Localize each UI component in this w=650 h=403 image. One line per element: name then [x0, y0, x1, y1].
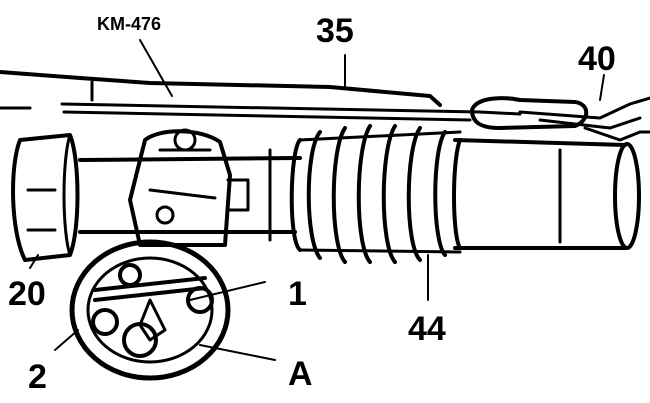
tool-rod-km476 — [0, 70, 522, 122]
callout-a: A — [288, 355, 313, 393]
clamp-bracket-40 — [470, 96, 650, 142]
callout-2: 2 — [28, 358, 47, 396]
rubber-boot-44 — [289, 124, 462, 264]
coupling-flange-2 — [69, 239, 231, 381]
callout-1: 1 — [288, 275, 307, 313]
rack-housing-center — [78, 148, 302, 242]
callout-44: 44 — [408, 310, 446, 348]
callout-35: 35 — [316, 12, 354, 50]
end-cap-20 — [11, 133, 80, 262]
rack-tube-right — [453, 138, 641, 250]
callout-20: 20 — [8, 275, 46, 313]
pinion-housing — [128, 128, 250, 247]
leader-lines — [29, 39, 605, 361]
tool-label: KM-476 — [97, 14, 161, 34]
callout-40: 40 — [578, 40, 616, 78]
